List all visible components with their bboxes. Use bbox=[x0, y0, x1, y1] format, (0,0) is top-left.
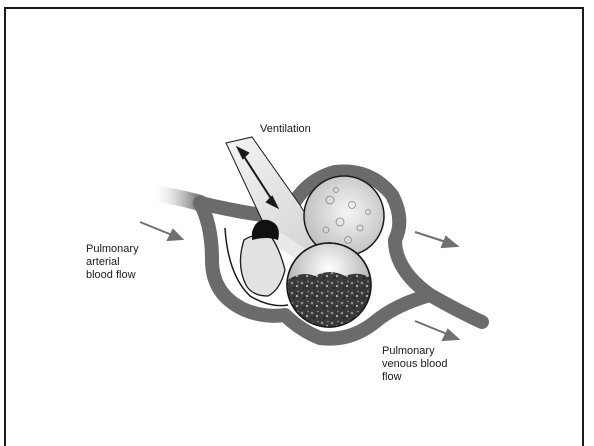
arterial-vessel-inflow bbox=[150, 193, 200, 203]
arterial-flow-arrow bbox=[140, 222, 182, 240]
collapsed-unit bbox=[240, 220, 285, 296]
venous-flow-label: Pulmonary venous blood flow bbox=[382, 345, 447, 384]
alveolus-ventilated bbox=[304, 176, 384, 256]
venous-flow-arrow-upper bbox=[415, 232, 457, 247]
ventilation-label: Ventilation bbox=[260, 123, 311, 136]
alveolus-consolidated bbox=[285, 243, 375, 330]
arterial-flow-label: Pulmonary arterial blood flow bbox=[86, 243, 139, 282]
venous-flow-arrow-lower bbox=[415, 321, 458, 340]
